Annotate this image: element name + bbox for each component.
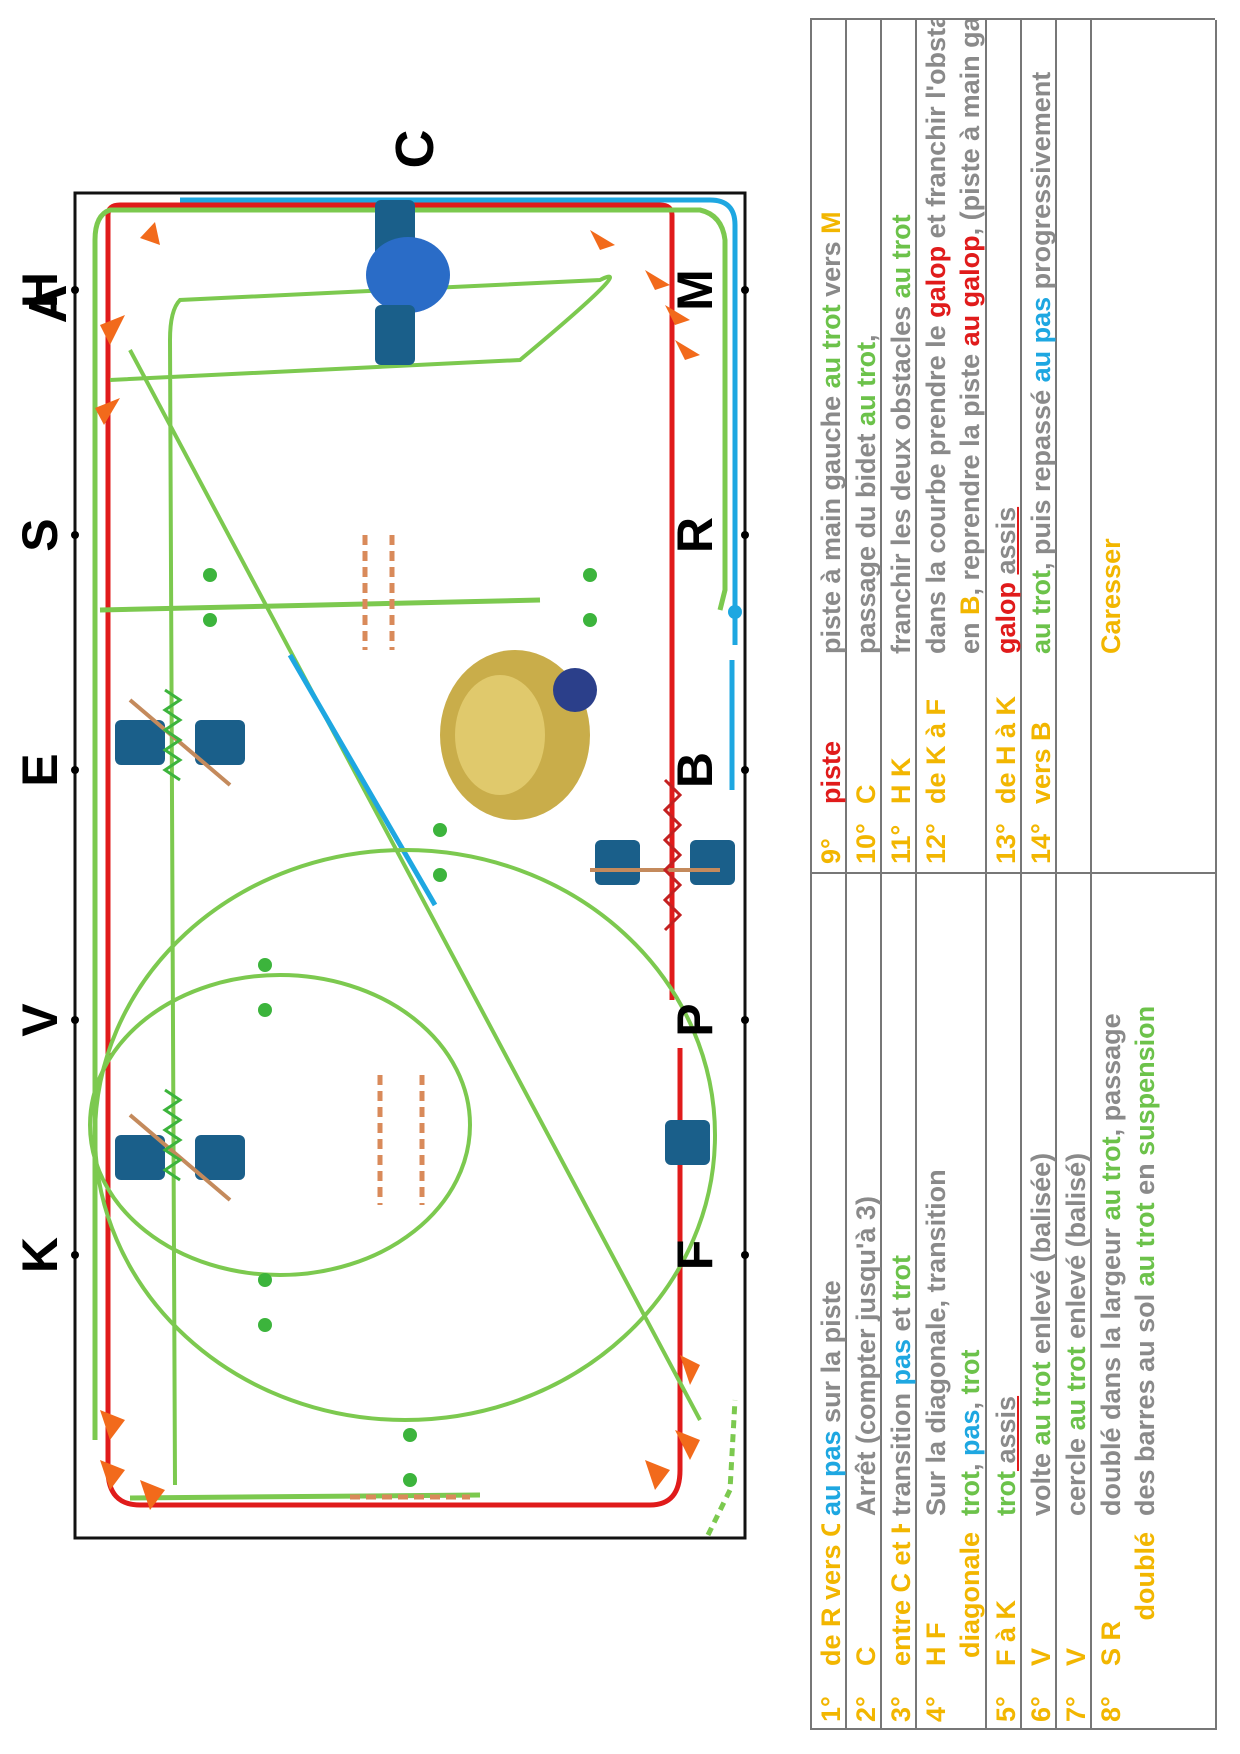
- marker-f: [741, 1251, 749, 1259]
- circle-large: [93, 848, 717, 1422]
- letter-k: K: [12, 1237, 68, 1273]
- galop-dor-logo: [440, 650, 597, 820]
- marker-s: [71, 531, 79, 539]
- letter-s: S: [12, 518, 68, 551]
- letter-v: V: [12, 1003, 68, 1037]
- obstacle-b: [590, 840, 735, 885]
- marker-k: [71, 1251, 79, 1259]
- letter-f: F: [667, 1240, 723, 1271]
- obstacle-s: [115, 698, 245, 787]
- diagonal: [128, 349, 702, 1421]
- letter-h: H: [12, 272, 68, 308]
- marker-v: [71, 1016, 79, 1024]
- volte-small: [88, 973, 472, 1277]
- marker-p: [741, 1016, 749, 1024]
- letter-p: P: [667, 1003, 723, 1036]
- arena-border: [73, 191, 747, 1540]
- marker-b: [741, 766, 749, 774]
- green-track: [92, 207, 728, 1440]
- obstacle-v: [115, 1113, 245, 1202]
- obstacle-c: [366, 200, 450, 365]
- marker-r: [741, 531, 749, 539]
- letter-r: R: [667, 517, 723, 553]
- letter-b: B: [667, 752, 723, 788]
- blue-track: [180, 197, 738, 645]
- letter-m: M: [667, 269, 723, 311]
- letter-e: E: [12, 753, 68, 786]
- marker-h: [71, 286, 79, 294]
- marker-e: [71, 766, 79, 774]
- marker-m: [741, 286, 749, 294]
